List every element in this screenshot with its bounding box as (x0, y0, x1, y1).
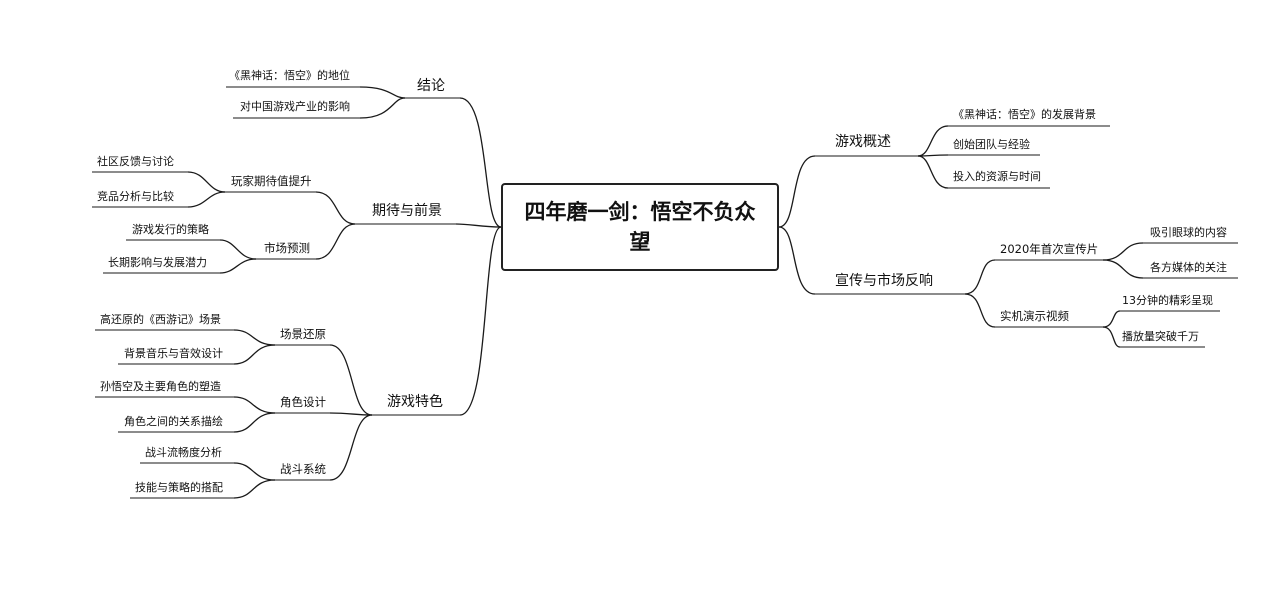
leaf-features-3-2[interactable]: 技能与策略的搭配 (135, 481, 223, 494)
topic-promotion[interactable]: 宣传与市场反响 (835, 273, 933, 289)
root-title: 四年磨一剑：悟空不负众望 (524, 200, 756, 254)
leaf-promotion-2-2[interactable]: 播放量突破千万 (1122, 330, 1199, 343)
leaf-features-2-1[interactable]: 孙悟空及主要角色的塑造 (100, 380, 221, 393)
subtopic-conclusion-2[interactable]: 对中国游戏产业的影响 (240, 100, 350, 113)
edge-root-features (459, 226, 502, 416)
edge-root-conclusion (459, 97, 502, 228)
leaf-features-3-1[interactable]: 战斗流畅度分析 (145, 446, 222, 459)
leaf-features-2-2[interactable]: 角色之间的关系描绘 (124, 415, 223, 428)
subtopic-conclusion-1[interactable]: 《黑神话：悟空》的地位 (229, 69, 350, 82)
leaf-outlook-1-1[interactable]: 社区反馈与讨论 (97, 155, 174, 168)
leaf-promotion-1-1[interactable]: 吸引眼球的内容 (1150, 226, 1227, 239)
edge-root-promotion (778, 226, 816, 295)
edge-root-outlook (455, 223, 502, 228)
subtopic-outlook-market[interactable]: 市场预测 (264, 241, 310, 255)
subtopic-outlook-expectation[interactable]: 玩家期待值提升 (231, 174, 312, 188)
edge-root-overview (778, 155, 816, 228)
leaf-outlook-1-2[interactable]: 竞品分析与比较 (97, 190, 174, 203)
leaf-outlook-2-1[interactable]: 游戏发行的策略 (132, 223, 209, 236)
leaf-promotion-2-1[interactable]: 13分钟的精彩呈现 (1122, 294, 1213, 307)
leaf-features-1-1[interactable]: 高还原的《西游记》场景 (100, 313, 221, 326)
subtopic-promotion-gameplay[interactable]: 实机演示视频 (1000, 309, 1069, 323)
subtopic-features-combat[interactable]: 战斗系统 (280, 462, 326, 476)
topic-conclusion[interactable]: 结论 (417, 78, 445, 94)
topic-overview[interactable]: 游戏概述 (835, 134, 891, 150)
leaf-outlook-2-2[interactable]: 长期影响与发展潜力 (108, 256, 207, 269)
subtopic-overview-1[interactable]: 《黑神话：悟空》的发展背景 (953, 108, 1096, 121)
subtopic-promotion-trailer[interactable]: 2020年首次宣传片 (1000, 242, 1099, 256)
root-topic[interactable]: 四年磨一剑：悟空不负众望 (501, 183, 779, 271)
leaf-promotion-1-2[interactable]: 各方媒体的关注 (1150, 261, 1227, 274)
topic-features[interactable]: 游戏特色 (387, 394, 443, 410)
topic-outlook[interactable]: 期待与前景 (372, 203, 442, 219)
subtopic-features-scene[interactable]: 场景还原 (280, 327, 326, 341)
leaf-features-1-2[interactable]: 背景音乐与音效设计 (124, 347, 223, 360)
subtopic-overview-3[interactable]: 投入的资源与时间 (953, 170, 1041, 183)
subtopic-overview-2[interactable]: 创始团队与经验 (953, 138, 1030, 151)
subtopic-features-character[interactable]: 角色设计 (280, 395, 326, 409)
